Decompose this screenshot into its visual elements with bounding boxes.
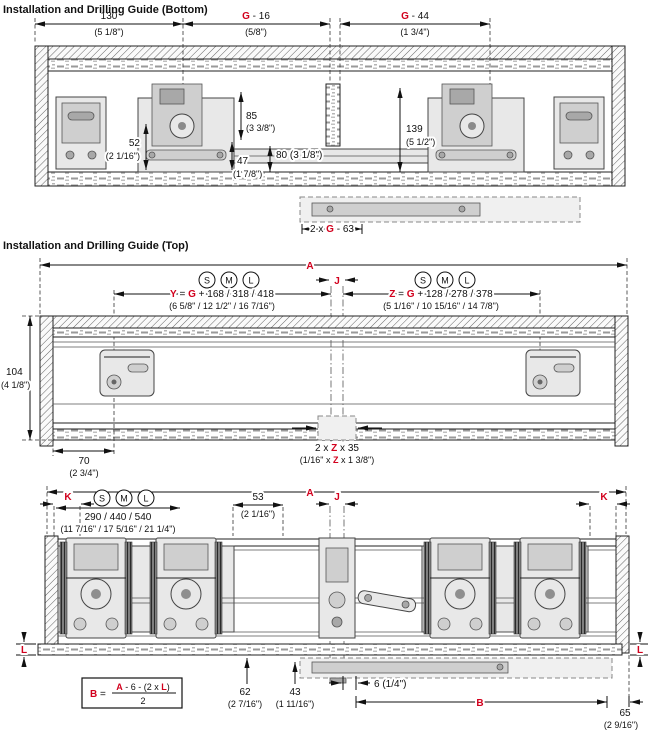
dim-85-inches: (3 3/8"): [246, 123, 275, 133]
dim-2xz35-inches: (1/16" x Z x 1 3/8"): [300, 455, 374, 465]
cabinet-bottom-plan-view: [34, 45, 626, 223]
dim-y-formula: Y = G + 168 / 318 / 418: [170, 289, 274, 300]
size-badges-right: S M L: [414, 271, 476, 289]
dim-62-inches: (2 7/16"): [228, 699, 262, 709]
svg-text:M: M: [441, 276, 449, 286]
size-l-badge: [458, 271, 476, 289]
dim-2xg63-label: 2 x G - 63: [310, 224, 354, 235]
dim-139-label: 139: [406, 124, 423, 135]
dim-52-label: 52: [129, 138, 141, 149]
dim-6-label: 6 (1/4"): [374, 679, 406, 690]
adjustment-lever: [357, 590, 417, 613]
dim-80-label: 80 (3 1/8"): [276, 150, 322, 161]
bottom-guide-title: Installation and Drilling Guide (Bottom): [3, 4, 208, 16]
formula-b-box: B = A - 6 - (2 x L) 2: [81, 677, 183, 709]
runner-1: [59, 537, 133, 639]
svg-text:L: L: [248, 276, 253, 286]
dim-130-label: 130: [101, 11, 118, 22]
cabinet-front-view: [37, 535, 630, 684]
size-s-badge: [414, 271, 432, 289]
dim-130-inches: (5 1/8"): [94, 27, 123, 37]
bottom-board: [37, 643, 623, 656]
size-badges-left: S M L: [198, 271, 260, 289]
left-mounting-plate: [55, 96, 107, 170]
dim-290-label: 290 / 440 / 540: [85, 512, 152, 523]
center-template-ghost: [317, 415, 357, 441]
runner-2: [149, 537, 223, 639]
size-s-badge: [198, 271, 216, 289]
size-m-badge: [220, 271, 238, 289]
floor-template-ghost: [299, 657, 613, 684]
svg-text:S: S: [204, 276, 210, 286]
dim-z-inches: (5 1/16" / 10 15/16" / 14 7/8"): [383, 301, 499, 311]
dim-g16-label: G - 16: [242, 11, 270, 22]
dim-g16-inches: (5/8"): [245, 27, 267, 37]
dim-104-inches: (4 1/8"): [1, 380, 30, 390]
front-view-dimensions-lower: L L B = A - 6 - (2 x L) 2 62 (2 7/16") 4…: [16, 632, 648, 730]
dim-70-label: 70: [78, 456, 90, 467]
svg-text:S: S: [420, 276, 426, 286]
dim-53-inches: (2 1/16"): [241, 509, 275, 519]
dim-43-label: 43: [289, 687, 301, 698]
dim-z-formula: Z = G + 128 / 278 / 378: [389, 289, 493, 300]
formula-b-lhs: B =: [90, 689, 106, 700]
dim-70-inches: (2 3/4"): [69, 468, 98, 478]
formula-b-numerator: A - 6 - (2 x L): [116, 682, 170, 692]
dim-43-inches: (1 11/16"): [276, 699, 315, 709]
svg-text:L: L: [143, 494, 148, 504]
dim-62-label: 62: [239, 687, 251, 698]
dim-104-label: 104: [6, 367, 23, 378]
dim-j-label: J: [334, 276, 340, 287]
center-divider: [325, 83, 341, 147]
top-guide-title: Installation and Drilling Guide (Top): [3, 240, 189, 252]
runner-4: [513, 537, 587, 639]
dim-65-inches: (2 9/16"): [604, 720, 638, 730]
dim-2xz35-label: 2 x Z x 35: [315, 443, 359, 454]
left-top-bracket: [99, 349, 155, 397]
dim-j-label: J: [334, 492, 340, 503]
bottom-guide-drawing: Installation and Drilling Guide (Bottom): [3, 4, 626, 237]
top-guide-drawing: Installation and Drilling Guide (Top) A …: [0, 240, 629, 478]
bottom-guide-dimensions: 130 (5 1/8") G - 16 (5/8") G - 44 (1 3/4…: [34, 11, 491, 237]
right-mounting-plate: [553, 96, 605, 170]
dim-y-inches: (6 5/8" / 12 1/2" / 16 7/16"): [169, 301, 275, 311]
dim-65-label: 65: [619, 708, 631, 719]
dim-52-inches: (2 1/16"): [106, 151, 140, 161]
dim-290-inches: (11 7/16" / 17 5/16" / 21 1/4"): [61, 524, 176, 534]
left-runner-assembly: [137, 83, 235, 173]
dim-139-inches: (5 1/2"): [406, 137, 435, 147]
svg-text:M: M: [225, 276, 233, 286]
dim-b-label: B: [476, 698, 483, 709]
right-runner-assembly: [427, 83, 525, 173]
dim-k-right-label: K: [600, 492, 608, 503]
svg-text:L: L: [464, 276, 469, 286]
dim-a-label: A: [306, 488, 313, 499]
top-guide-dimensions-lower: 104 (4 1/8") 70 (2 3/4") 2 x Z x 35 (1/1…: [0, 315, 382, 478]
size-m-badge: [436, 271, 454, 289]
dim-53-label: 53: [252, 492, 264, 503]
dim-l-left-label: L: [21, 645, 27, 656]
dim-47-inches: (1 7/8"): [233, 169, 262, 179]
dim-g44-label: G - 44: [401, 11, 429, 22]
svg-text:S: S: [99, 494, 105, 504]
dim-85-label: 85: [246, 111, 258, 122]
size-badges: S M L: [93, 489, 155, 507]
dim-l-right-label: L: [637, 645, 643, 656]
dim-47-label: 47: [237, 156, 249, 167]
formula-b-denominator: 2: [140, 696, 145, 706]
front-view-drawing: A K K S M L 290 / 440 / 540 (11 7/16" / …: [16, 486, 648, 730]
runner-3: [423, 537, 497, 639]
drilling-template-ghost: [299, 196, 581, 223]
dim-g44-inches: (1 3/4"): [400, 27, 429, 37]
svg-text:M: M: [120, 494, 128, 504]
center-connector: [318, 537, 356, 639]
dim-a-label: A: [306, 261, 313, 272]
dim-k-left-label: K: [64, 492, 72, 503]
top-guide-dimensions-upper: A J S M L S M L Y = G + 168 / 318 / 418 …: [39, 258, 628, 446]
size-l-badge: [242, 271, 260, 289]
right-top-bracket: [525, 349, 581, 397]
cabinet-top-front-view: [39, 315, 629, 447]
